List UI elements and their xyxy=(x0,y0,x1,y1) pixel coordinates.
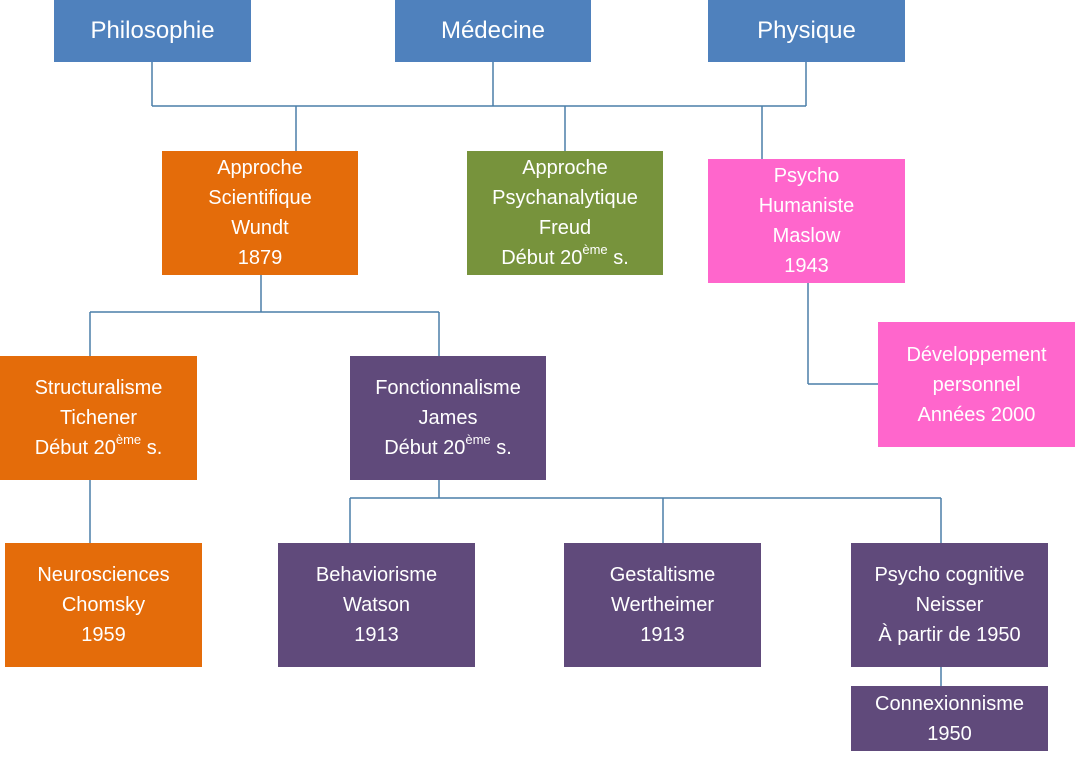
node-line: Behaviorisme xyxy=(315,564,438,586)
node-developpement-personnel: Développement personnel Années 2000 xyxy=(878,322,1075,447)
node-connexionnisme: Connexionnisme 1950 xyxy=(851,686,1048,751)
date-prefix: Début 20 xyxy=(384,437,466,459)
node-line-date: Début 20ème s. xyxy=(35,433,163,463)
node-philosophie: Philosophie xyxy=(54,0,251,62)
node-line: Gestaltisme xyxy=(609,564,716,586)
node-fonctionnalisme: Fonctionnalisme James Début 20ème s. xyxy=(350,356,546,480)
node-line: Psycho xyxy=(773,165,840,187)
date-superscript: ème xyxy=(465,432,491,448)
node-line: Structuralisme xyxy=(34,377,163,399)
node-philosophie-label: Philosophie xyxy=(90,17,215,44)
node-line: 1943 xyxy=(784,255,829,277)
node-line: Maslow xyxy=(772,225,841,247)
node-line: Freud xyxy=(538,217,592,239)
node-line: Humaniste xyxy=(758,195,855,217)
node-psycho-humaniste: Psycho Humaniste Maslow 1943 xyxy=(708,159,905,283)
node-line: Approche xyxy=(522,157,608,179)
node-behaviorisme: Behaviorisme Watson 1913 xyxy=(278,543,475,667)
node-line: Connexionnisme xyxy=(875,692,1024,715)
node-line: 1950 xyxy=(927,722,972,745)
node-line: personnel xyxy=(932,373,1021,396)
date-suffix: s. xyxy=(607,247,629,269)
node-line: Psycho cognitive xyxy=(874,564,1025,586)
node-gestaltisme: Gestaltisme Wertheimer 1913 xyxy=(564,543,761,667)
node-approche-scientifique: Approche Scientifique Wundt 1879 xyxy=(162,151,358,275)
node-line: Fonctionnalisme xyxy=(375,377,521,399)
node-line: Développement xyxy=(906,343,1047,366)
date-suffix: s. xyxy=(490,437,512,459)
node-line: 1959 xyxy=(81,624,126,646)
node-line: 1913 xyxy=(354,624,399,646)
node-line: James xyxy=(418,407,478,429)
node-medecine-label: Médecine xyxy=(440,17,546,44)
date-prefix: Début 20 xyxy=(501,247,583,269)
node-line: 1913 xyxy=(640,624,685,646)
node-line: À partir de 1950 xyxy=(878,624,1021,646)
date-suffix: s. xyxy=(141,437,163,459)
node-approche-psychanalytique: Approche Psychanalytique Freud Début 20è… xyxy=(467,151,663,275)
node-line: Wundt xyxy=(231,217,289,239)
node-line: Années 2000 xyxy=(917,403,1036,426)
node-structuralisme: Structuralisme Tichener Début 20ème s. xyxy=(0,356,197,480)
node-line: Scientifique xyxy=(208,187,312,209)
node-line: Watson xyxy=(342,594,411,616)
node-line: Neurosciences xyxy=(37,564,170,586)
node-line: Wertheimer xyxy=(611,594,714,616)
node-physique-label: Physique xyxy=(757,17,856,44)
node-psycho-cognitive: Psycho cognitive Neisser À partir de 195… xyxy=(851,543,1048,667)
date-superscript: ème xyxy=(582,242,608,258)
node-line-date: Début 20ème s. xyxy=(501,243,629,273)
node-line-date: Début 20ème s. xyxy=(384,433,512,463)
node-line: Neisser xyxy=(915,594,984,616)
node-line: 1879 xyxy=(237,247,283,269)
node-line: Psychanalytique xyxy=(492,187,638,209)
node-medecine: Médecine xyxy=(395,0,591,62)
node-line: Tichener xyxy=(59,407,138,429)
node-line: Chomsky xyxy=(61,594,146,616)
date-superscript: ème xyxy=(115,432,142,448)
node-neurosciences: Neurosciences Chomsky 1959 xyxy=(5,543,202,667)
node-line: Approche xyxy=(217,157,303,179)
date-prefix: Début 20 xyxy=(34,437,116,459)
node-physique: Physique xyxy=(708,0,905,62)
